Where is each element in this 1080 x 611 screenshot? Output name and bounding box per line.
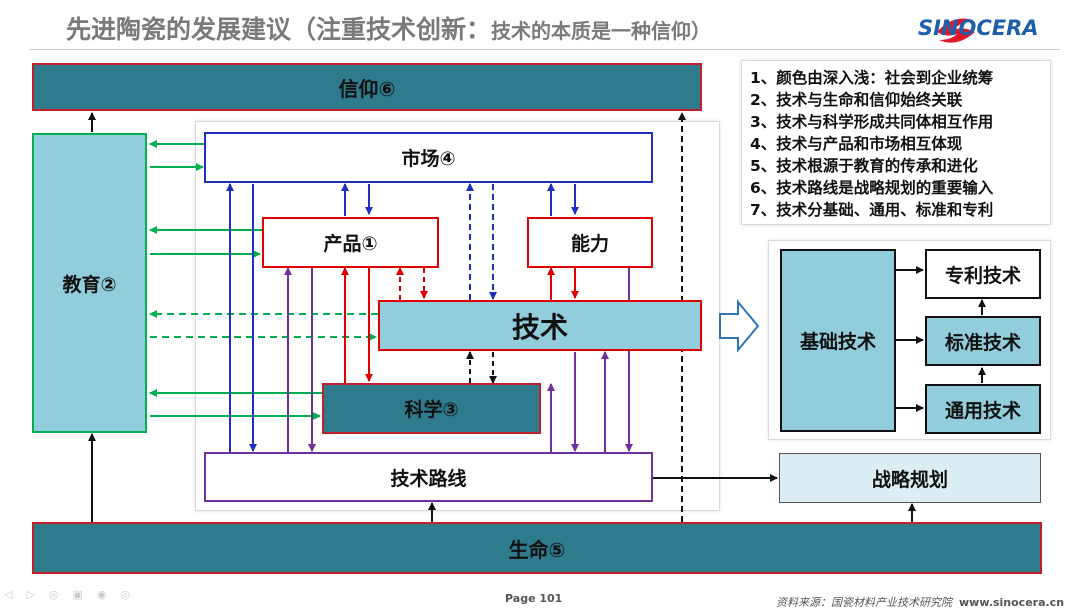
website-text: www.sinocera.cn: [959, 596, 1065, 609]
page-title: 先进陶瓷的发展建议（注重技术创新：技术的本质是一种信仰）: [66, 10, 711, 46]
header-divider: [30, 49, 1060, 50]
technology-box: 技术: [378, 300, 702, 351]
note-item: 6、技术路线是战略规划的重要输入: [750, 179, 994, 197]
logo-text: SINOCERA: [918, 16, 1039, 40]
title-main: 先进陶瓷的发展建议（注重技术创新：: [66, 15, 492, 44]
life-box: 生命⑤: [32, 522, 1042, 574]
market-box: 市场④: [204, 132, 653, 183]
source-text: 资料来源：国瓷材料产业技术研究院: [776, 596, 952, 609]
tech-roadmap-box: 技术路线: [204, 452, 653, 502]
note-item: 3、技术与科学形成共同体相互作用: [750, 113, 994, 131]
note-item: 5、技术根源于教育的传承和进化: [750, 157, 978, 175]
sinocera-logo: [937, 18, 975, 43]
education-box: 教育②: [32, 133, 147, 433]
title-sub: 技术的本质是一种信仰）: [491, 19, 712, 43]
capability-box: 能力: [527, 217, 653, 268]
patent-tech-box: 专利技术: [925, 249, 1041, 299]
basic-tech-box: 基础技术: [780, 249, 896, 432]
note-item: 1、颜色由深入浅：社会到企业统筹: [750, 69, 994, 87]
standard-tech-box: 标准技术: [925, 316, 1041, 366]
general-tech-box: 通用技术: [925, 384, 1041, 434]
hollow-arrow-icon: [719, 299, 760, 353]
note-item: 4、技术与产品和市场相互体现: [750, 135, 963, 153]
note-item: 2、技术与生命和信仰始终关联: [750, 91, 963, 109]
product-box: 产品①: [262, 217, 439, 268]
footer-source: 资料来源：国瓷材料产业技术研究院 www.sinocera.cn: [776, 594, 1064, 610]
science-box: 科学③: [322, 383, 541, 434]
page-number: Page 101: [505, 592, 563, 605]
notes-panel: 1、颜色由深入浅：社会到企业统筹 2、技术与生命和信仰始终关联 3、技术与科学形…: [741, 60, 1051, 225]
faith-box: 信仰⑥: [32, 63, 702, 111]
note-item: 7、技术分基础、通用、标准和专利: [750, 201, 994, 219]
slide-nav-icons[interactable]: ◁▷◎▣◉◎: [4, 588, 145, 601]
strategy-box: 战略规划: [779, 453, 1041, 503]
